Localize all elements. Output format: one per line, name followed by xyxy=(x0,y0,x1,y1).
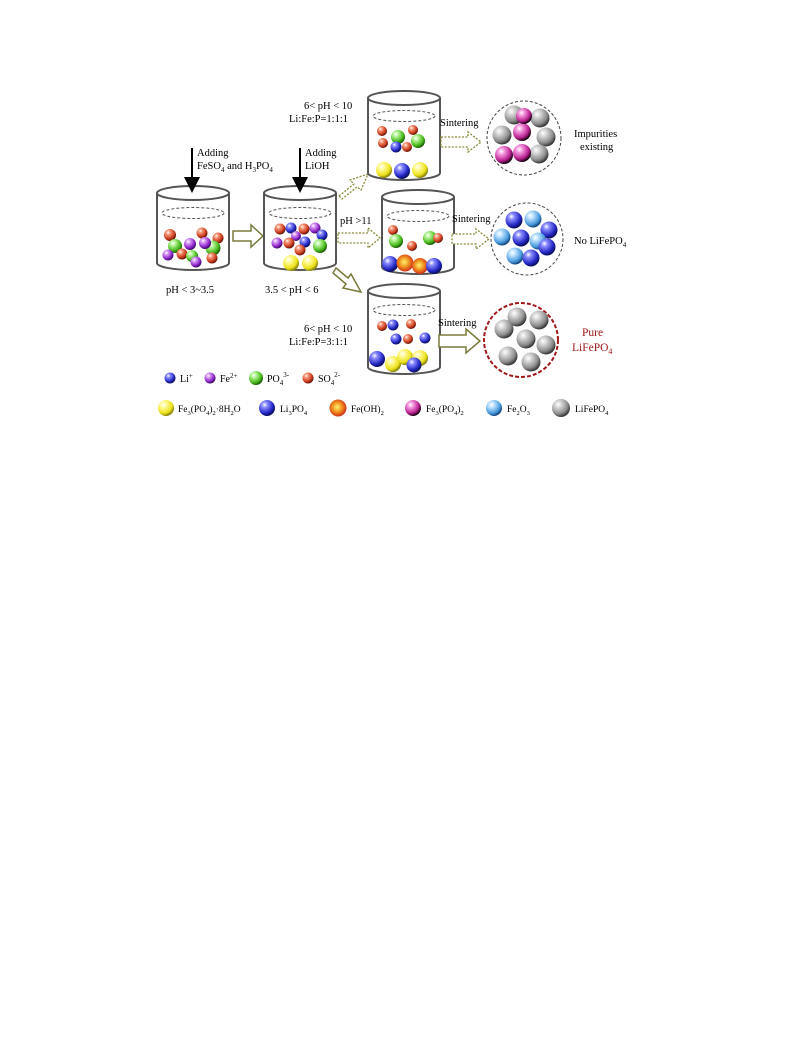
beaker-mid-particles xyxy=(382,225,443,274)
result-bottom-line1: Pure xyxy=(582,327,603,339)
arrow-sinter-top xyxy=(440,130,483,154)
result-top-line2: existing xyxy=(580,142,614,153)
result-top-circle xyxy=(486,100,562,176)
beaker-bottom-particles xyxy=(369,319,431,373)
arrow-sinter-bottom xyxy=(438,327,482,355)
legend: Li+ Fe2+ PO43- SO42- Fe3(PO4)2·8H2O Li3P… xyxy=(158,371,609,417)
legend-fe3po42-hydrate-swatch xyxy=(158,400,174,416)
legend-feoh2-label: Fe(OH)2 xyxy=(351,404,384,417)
legend-lifepo4-swatch xyxy=(552,399,570,417)
legend-fe3po42-hydrate-label: Fe3(PO4)2·8H2O xyxy=(178,404,241,417)
legend-so4-swatch xyxy=(302,372,314,384)
result-bottom-line2: LiFePO4 xyxy=(572,342,612,356)
beaker-top xyxy=(367,90,441,181)
top-condition-line2: Li:Fe:P=1:1:1 xyxy=(289,114,348,125)
ph-mid-label: 3.5 < pH < 6 xyxy=(265,285,319,296)
bottom-condition-line2: Li:Fe:P=3:1:1 xyxy=(289,337,348,348)
sintering-bottom: Sintering xyxy=(438,318,477,329)
legend-li3po4-swatch xyxy=(259,400,275,416)
adding-1-line2: FeSO4 and H3PO4 xyxy=(197,161,273,174)
legend-feoh2-swatch xyxy=(329,399,347,417)
legend-lifepo4-label: LiFePO4 xyxy=(575,405,609,417)
legend-so4-label: SO42- xyxy=(318,371,341,387)
result-mid-circle xyxy=(490,202,564,276)
legend-fe-swatch xyxy=(204,372,216,384)
arrow-2-to-bottom xyxy=(332,266,363,294)
result-mid-label: No LiFePO4 xyxy=(574,236,627,249)
mid-condition: pH >11 xyxy=(340,216,372,227)
legend-fe3po42-swatch xyxy=(405,400,421,416)
legend-po4-label: PO43- xyxy=(267,371,290,387)
legend-li3po4-label: Li3PO4 xyxy=(280,405,308,417)
legend-li-swatch xyxy=(164,372,176,384)
arrow-1-to-2 xyxy=(232,223,265,249)
adding-2-line2: LiOH xyxy=(305,161,330,172)
top-condition-line1: 6< pH < 10 xyxy=(304,101,352,112)
sintering-top: Sintering xyxy=(440,118,479,129)
beaker-2-particles xyxy=(271,222,328,271)
adding-2-line1: Adding xyxy=(305,148,337,159)
beaker-1-particles xyxy=(162,227,224,268)
ph-start-label: pH < 3~3.5 xyxy=(166,285,214,296)
legend-fe2o3-swatch xyxy=(486,400,502,416)
legend-fe-label: Fe2+ xyxy=(220,372,238,385)
beaker-bottom xyxy=(367,283,441,375)
bottom-condition-line1: 6< pH < 10 xyxy=(304,324,352,335)
legend-fe3po42-label: Fe3(PO4)2 xyxy=(426,404,464,417)
adding-1-line1: Adding xyxy=(197,148,229,159)
arrow-2-to-mid xyxy=(337,226,382,250)
result-top-line1: Impurities xyxy=(574,129,617,140)
sintering-mid: Sintering xyxy=(452,214,491,225)
arrow-sinter-mid xyxy=(451,227,491,251)
arrow-2-to-top xyxy=(338,172,370,200)
legend-fe2o3-label: Fe2O3 xyxy=(507,405,530,417)
legend-li-label: Li+ xyxy=(180,372,193,385)
beaker-top-particles xyxy=(376,125,428,179)
result-bottom-circle xyxy=(483,302,559,378)
legend-po4-swatch xyxy=(249,371,263,385)
